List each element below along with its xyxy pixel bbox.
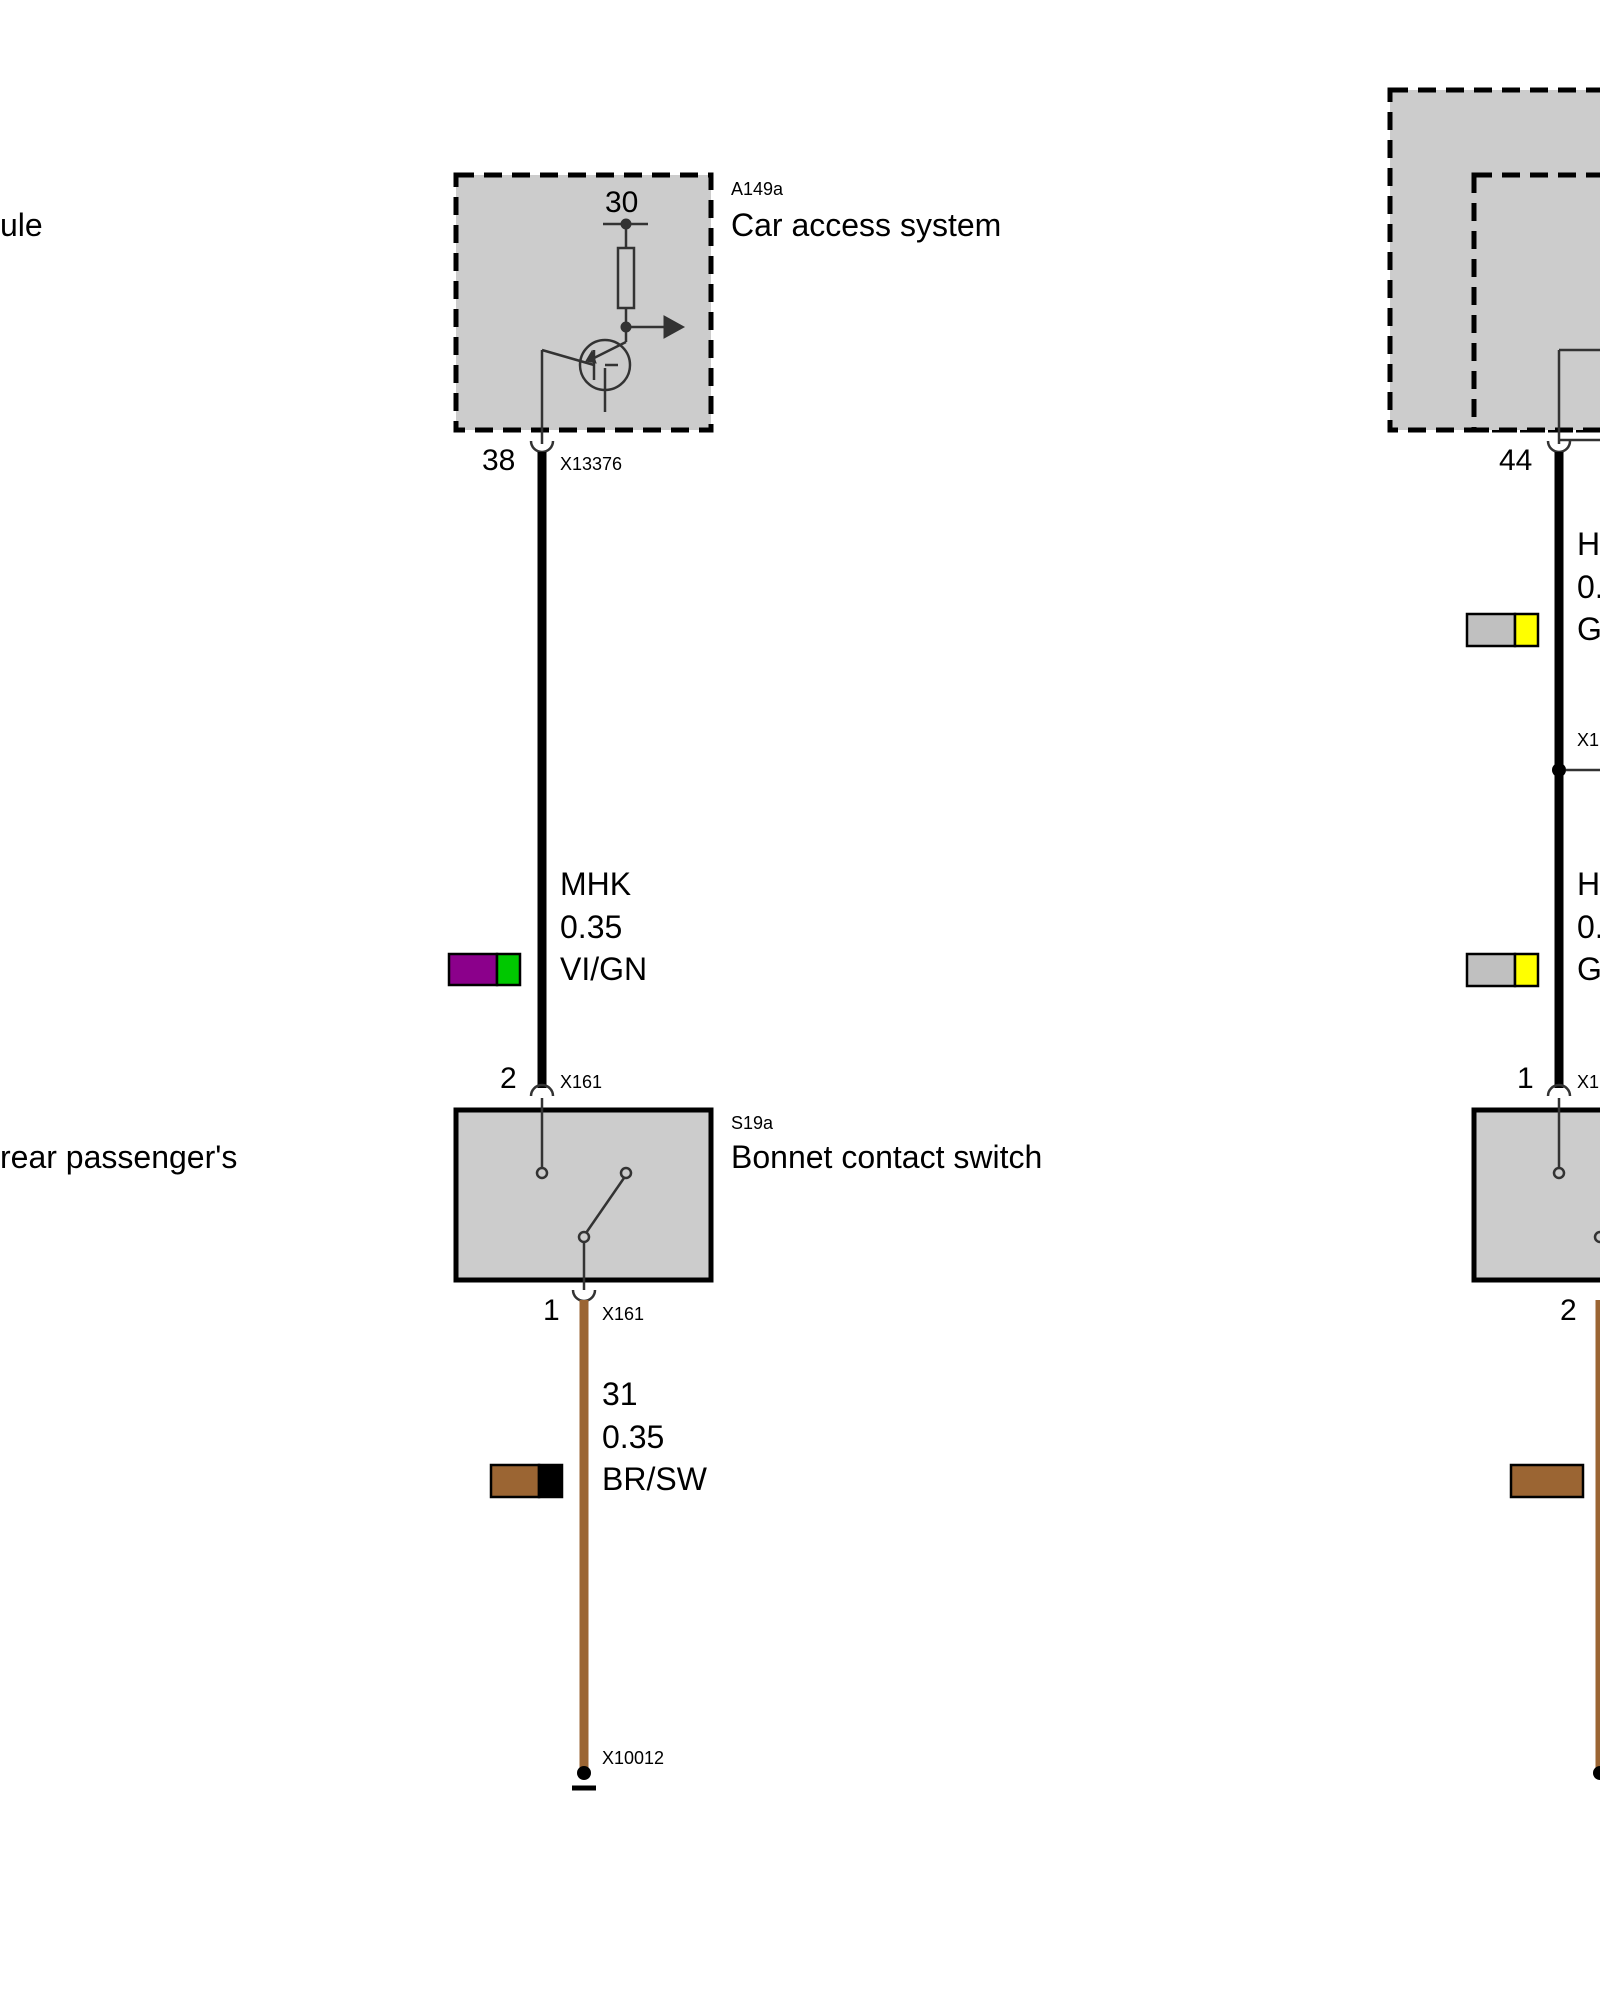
right-wire-b-line2: 0.	[1577, 909, 1600, 945]
wire-mhk-circuit: MHK	[560, 866, 631, 902]
pin-2-label: 2	[500, 1062, 517, 1095]
right-module-partial	[1387, 87, 1600, 444]
right-pin-2-label: 2	[1560, 1294, 1577, 1327]
right-wire-a-line3: G	[1577, 611, 1600, 647]
bonnet-switch-name: Bonnet contact switch	[731, 1139, 1042, 1175]
right-wire-swatch-br	[1509, 1463, 1585, 1499]
pin-1-label: 1	[543, 1294, 560, 1327]
connector-x13376-label: X13376	[560, 454, 622, 474]
right-wire-b-line1: H	[1577, 866, 1600, 902]
bonnet-switch-code: S19a	[731, 1113, 774, 1133]
right-wire-a-line1: H	[1577, 526, 1600, 562]
right-connector-top-label: X1	[1577, 1072, 1599, 1092]
right-wire-swatch-gr-ge-a	[1465, 612, 1540, 648]
ground-connector-label: X10012	[602, 1748, 664, 1768]
wire-color-swatch-br-sw	[489, 1463, 564, 1499]
wire-color-swatch-vi-gn	[447, 952, 522, 987]
car-access-system-module	[453, 172, 714, 444]
connector-x161-top-label: X161	[560, 1072, 602, 1092]
right-wire-swatch-gr-ge-b	[1465, 952, 1540, 988]
left-component-label-partial: ule	[0, 207, 43, 243]
terminal-30-label: 30	[605, 186, 638, 219]
car-access-system-name: Car access system	[731, 207, 1001, 243]
right-pin-44-label: 44	[1499, 444, 1532, 477]
right-splice-label: X1	[1577, 730, 1599, 750]
wire-mhk-gauge: 0.35	[560, 909, 622, 945]
wire-31-color-code: BR/SW	[602, 1461, 708, 1497]
car-access-system-code: A149a	[731, 179, 784, 199]
connector-x161-bottom-label: X161	[602, 1304, 644, 1324]
right-wire-b-line3: G	[1577, 951, 1600, 987]
ground-symbol	[572, 1766, 596, 1791]
right-pin-1-label: 1	[1517, 1062, 1534, 1095]
right-wire-a-line2: 0.	[1577, 569, 1600, 605]
wire-31-circuit: 31	[602, 1376, 638, 1412]
right-splice-point	[1552, 763, 1566, 777]
right-switch-partial	[1471, 1098, 1600, 1283]
wire-31-gauge: 0.35	[602, 1419, 664, 1455]
bonnet-contact-switch	[453, 1098, 714, 1290]
wire-mhk-color-code: VI/GN	[560, 951, 647, 987]
left-component-label-partial-2: rear passenger's	[0, 1139, 237, 1175]
pin-38-label: 38	[482, 444, 515, 477]
right-ground-partial	[1593, 1766, 1600, 1780]
